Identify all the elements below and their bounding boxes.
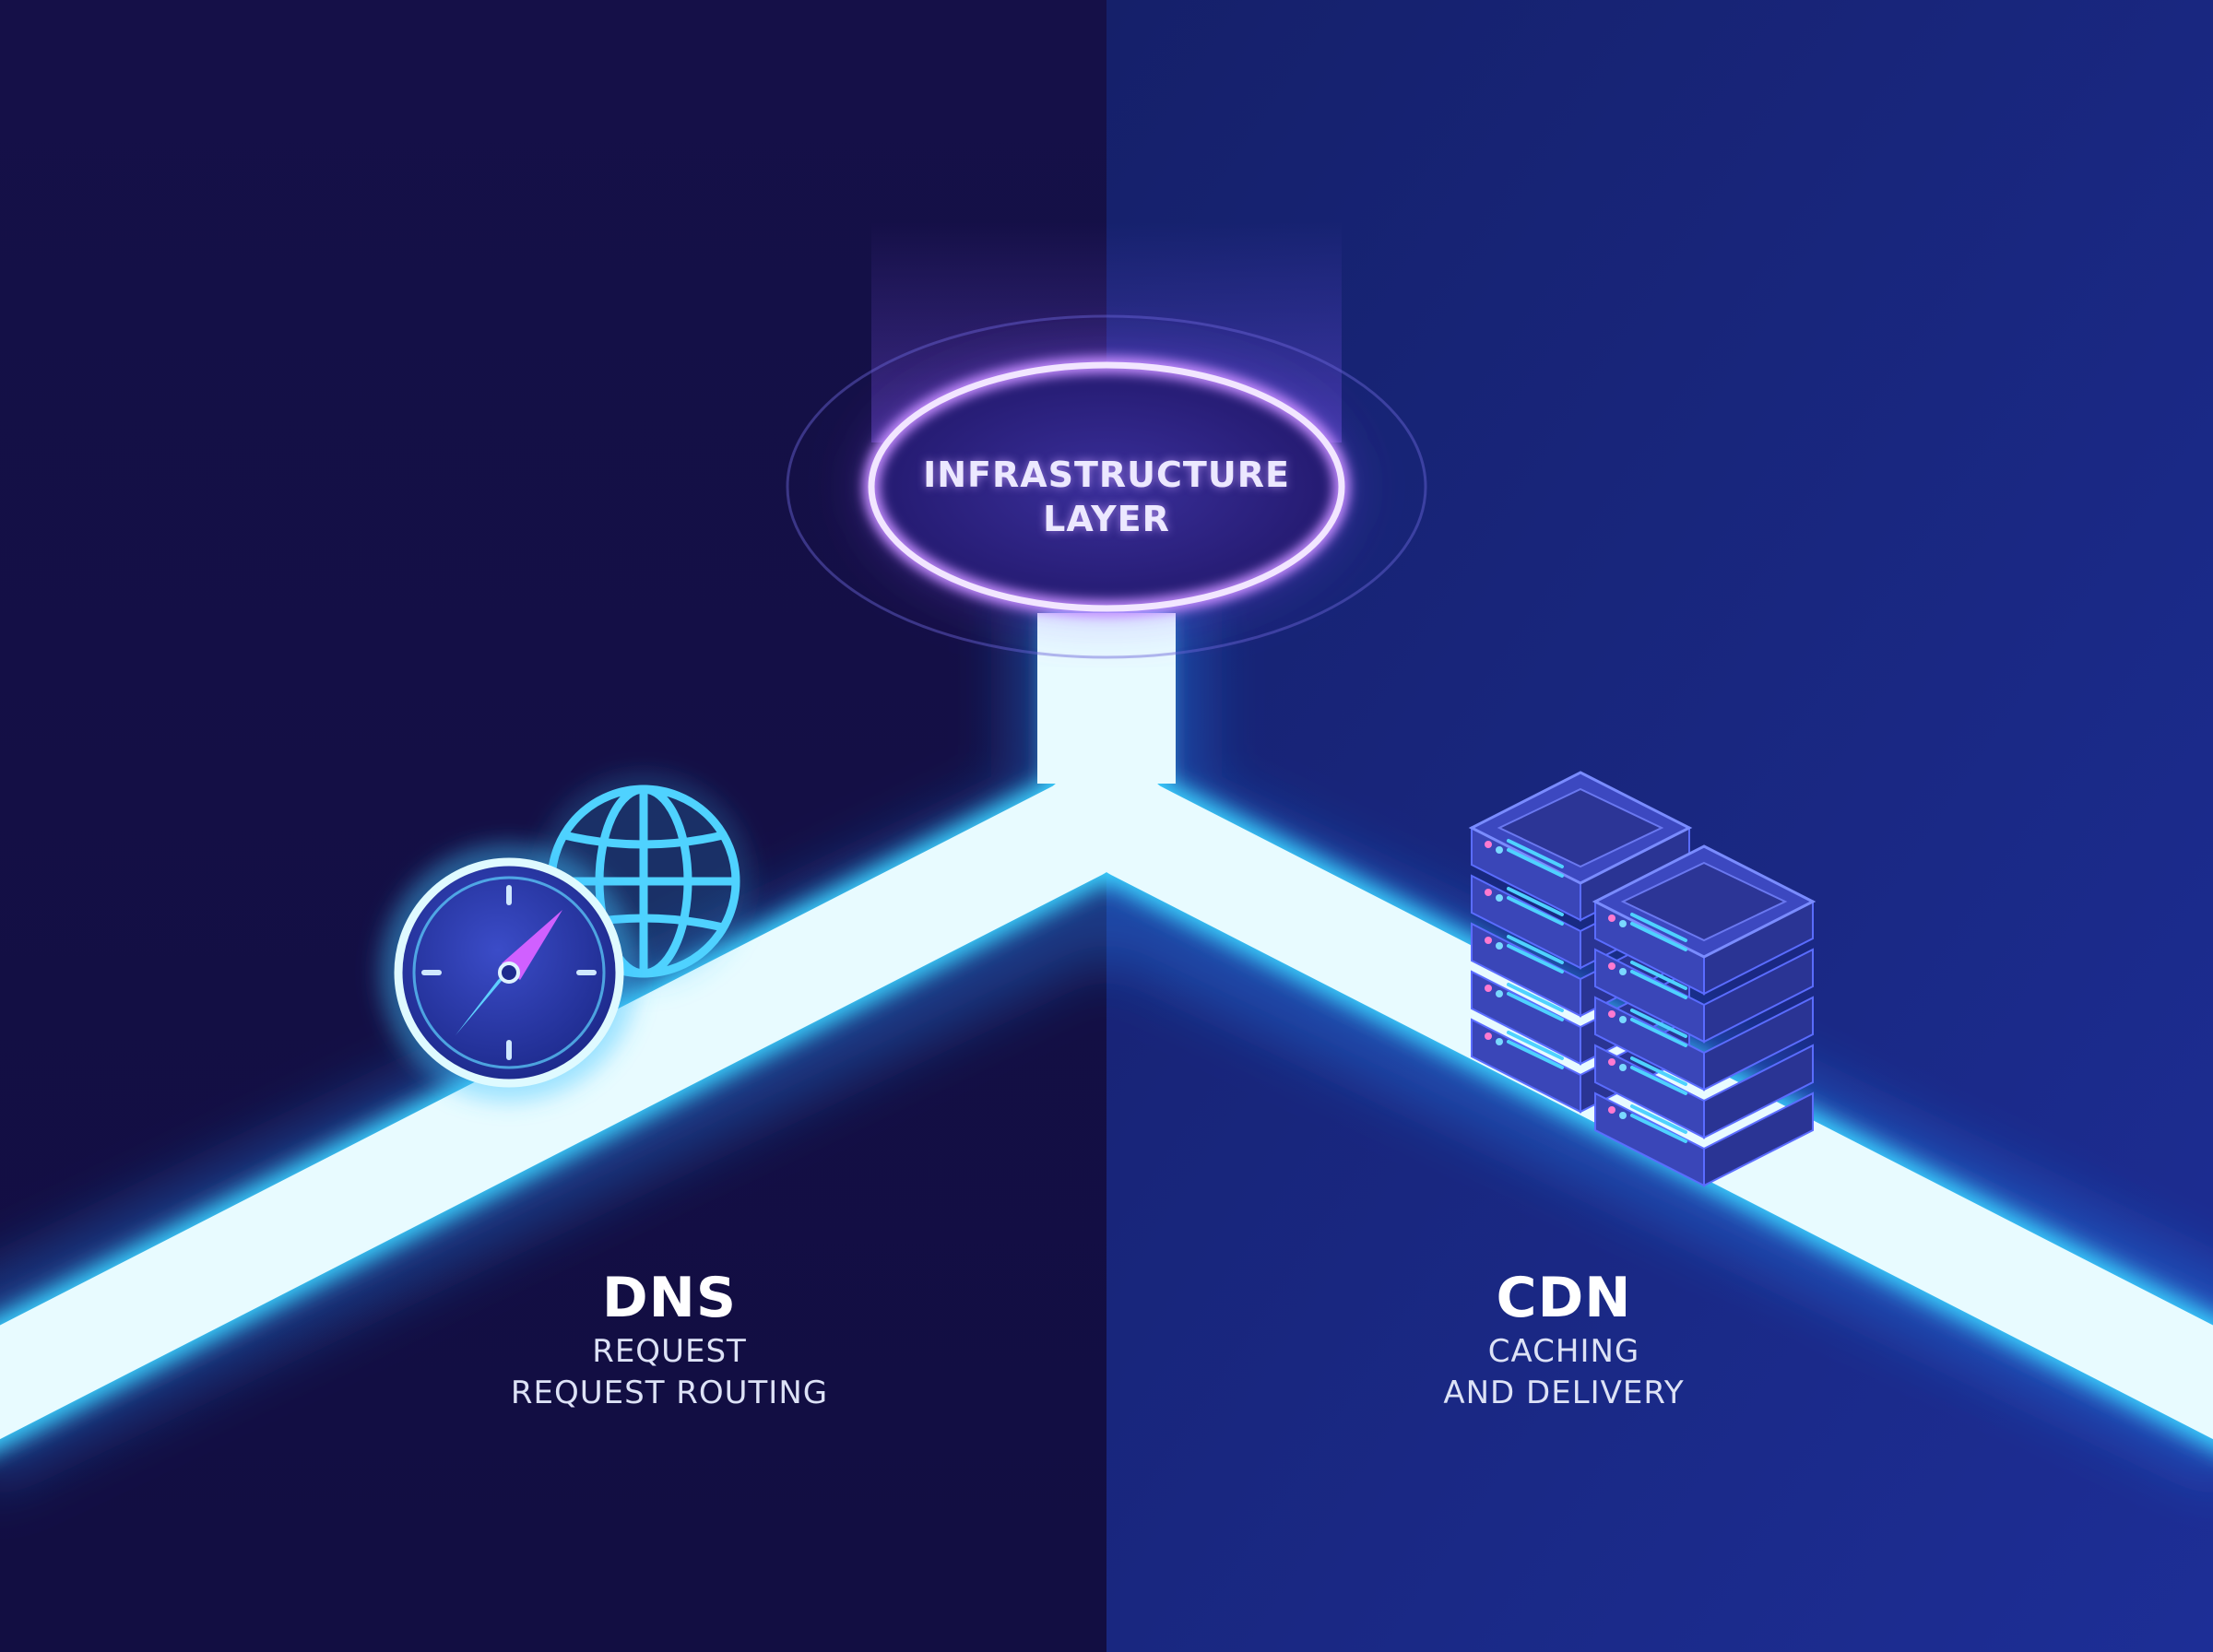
- infrastructure-hub: [786, 314, 1427, 659]
- hub-ring: [868, 361, 1345, 612]
- glowing-path: [0, 590, 2213, 1482]
- dns-subtitle-line2: REQUEST ROUTING: [510, 1375, 829, 1411]
- cdn-subtitle-line1: CACHING: [1487, 1333, 1640, 1370]
- dns-subtitle-line1: REQUEST: [592, 1333, 747, 1370]
- cdn-subtitle-line2: AND DELIVERY: [1443, 1375, 1685, 1411]
- cdn-title: CDN: [1496, 1266, 1632, 1330]
- dns-title: DNS: [601, 1266, 738, 1330]
- hub-label-line2: LAYER: [1043, 499, 1170, 539]
- compass-icon: [380, 844, 638, 1102]
- server-rack-icon: [1468, 771, 1817, 1187]
- server-stack-front: [1592, 844, 1817, 1187]
- path-right-branch: [1056, 779, 2213, 1440]
- hub-label-line1: INFRASTRUCTURE: [923, 454, 1290, 495]
